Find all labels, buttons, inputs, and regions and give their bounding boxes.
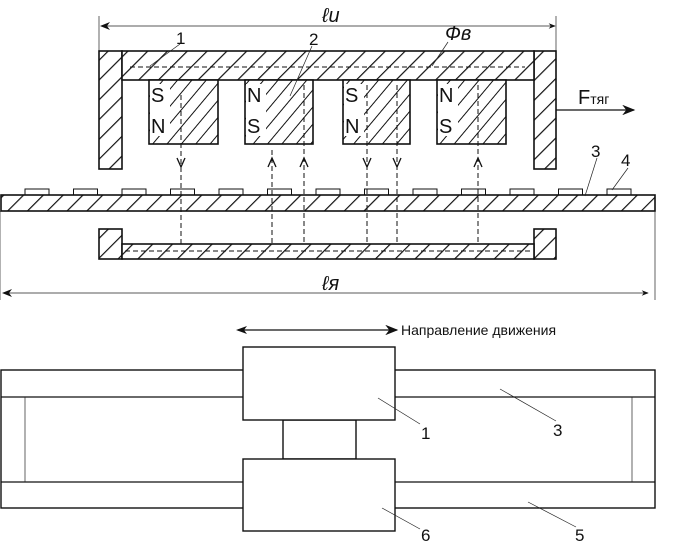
pole-bottom: N — [151, 116, 165, 138]
pole-top: N — [439, 85, 453, 107]
rail-teeth — [24, 188, 632, 196]
pole-top: S — [345, 85, 358, 107]
inductor-block-6 — [242, 458, 396, 532]
plan-label-3: 3 — [553, 421, 562, 440]
rail-tooth — [364, 188, 389, 196]
plan-label-1: 1 — [421, 424, 430, 443]
rail-tooth — [509, 188, 535, 196]
plan-label-6: 6 — [421, 526, 430, 543]
rail-tooth — [606, 188, 632, 196]
rail-tooth — [558, 188, 583, 196]
rail-tooth — [412, 188, 438, 196]
flux-arrow-up — [267, 156, 277, 168]
flux-lines — [176, 85, 483, 244]
pole-top: N — [247, 85, 261, 107]
flux-arrow-up — [299, 156, 309, 168]
label-4: 4 — [621, 151, 630, 170]
label-2: 2 — [309, 30, 318, 49]
force-label: Fтяг — [578, 87, 609, 109]
rail-tooth — [24, 188, 50, 196]
rail-tooth — [461, 188, 486, 196]
flux-label: Фв — [445, 23, 471, 45]
pole-top: S — [151, 85, 164, 107]
pole-bottom: N — [345, 116, 359, 138]
rail-tooth — [73, 188, 98, 196]
rail-tooth — [315, 188, 341, 196]
pole-bottom: S — [439, 116, 452, 138]
dimension-inductor-length: ℓu — [98, 5, 557, 68]
plan-label-5: 5 — [575, 526, 584, 543]
connector — [282, 419, 357, 460]
section-view: ℓu S N N S S N N — [0, 5, 656, 300]
pole-bottom: S — [247, 116, 260, 138]
dim-ly-label: ℓя — [321, 273, 339, 295]
inductor-yoke — [98, 50, 557, 170]
magnet-3: S N — [342, 79, 411, 145]
flux-arrow-up — [473, 156, 483, 168]
magnet-1: S N — [148, 79, 219, 145]
keeper-yoke — [98, 228, 557, 260]
rail-tooth — [267, 188, 292, 196]
rail-tooth — [218, 188, 244, 196]
rail — [0, 194, 656, 212]
magnet-2: N S — [244, 79, 314, 145]
flux-arrow-down — [392, 157, 402, 169]
plan-view: Направление движения 1 3 6 5 — [0, 322, 656, 543]
dimension-armature-length: ℓя — [0, 211, 656, 300]
label-1: 1 — [176, 29, 185, 48]
label-3: 3 — [591, 142, 600, 161]
flux-arrow-down — [176, 157, 186, 169]
dim-lu-label: ℓu — [321, 5, 340, 27]
direction-caption: Направление движения — [401, 322, 556, 338]
magnet-4: N S — [436, 79, 507, 145]
inductor-block-1 — [242, 346, 396, 421]
flux-arrow-down — [362, 157, 372, 169]
rail-tooth — [121, 188, 147, 196]
rail-tooth — [170, 188, 195, 196]
